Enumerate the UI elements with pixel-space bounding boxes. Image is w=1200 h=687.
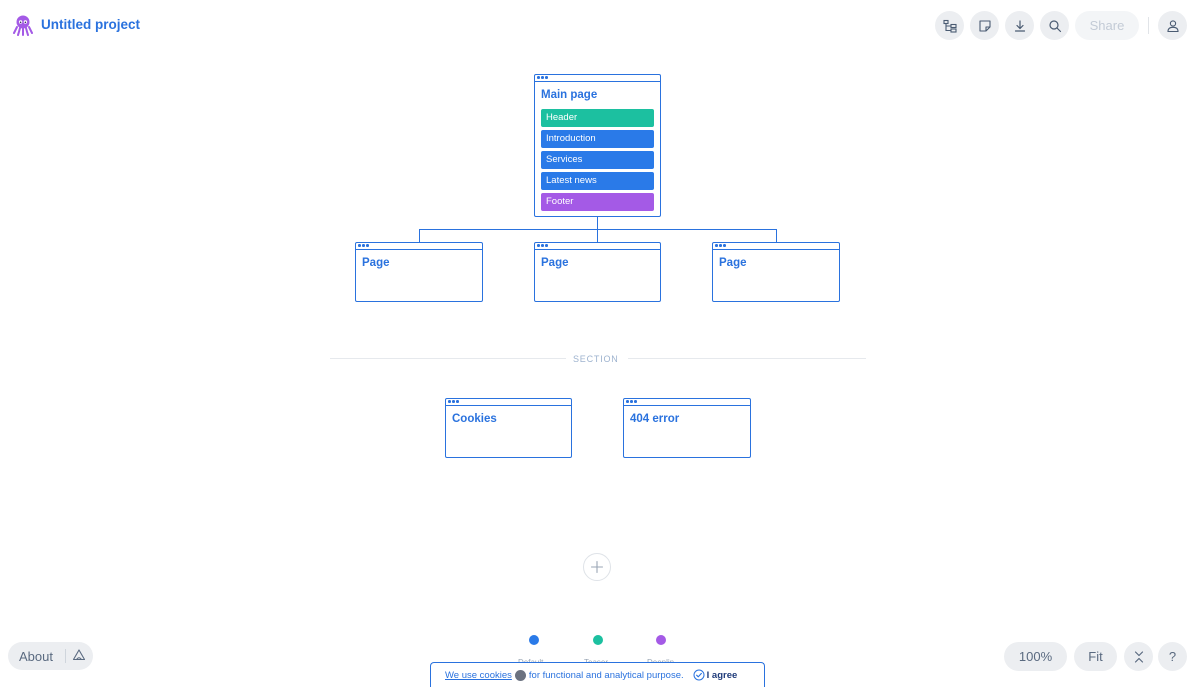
- agree-button[interactable]: I agree: [693, 669, 738, 681]
- tree-connector: [597, 216, 598, 229]
- child-page-card[interactable]: Page: [712, 242, 840, 302]
- card-window-bar: [446, 399, 571, 406]
- card-window-bar: [535, 243, 660, 250]
- block-header[interactable]: Header: [541, 109, 654, 127]
- section-divider-line: [628, 358, 866, 359]
- tree-connector: [597, 229, 598, 243]
- more-dots-icon[interactable]: [715, 244, 726, 247]
- block-footer[interactable]: Footer: [541, 193, 654, 211]
- sitemap-view-icon: [942, 19, 957, 33]
- feedback-icon[interactable]: [72, 648, 86, 662]
- sitemap-view-button[interactable]: [935, 11, 964, 40]
- account-button[interactable]: [1158, 11, 1187, 40]
- tree-connector: [419, 229, 777, 230]
- card-window-bar: [356, 243, 482, 250]
- collapse-icon: [1134, 650, 1143, 663]
- cookies-page-card[interactable]: Cookies: [445, 398, 572, 458]
- sticky-note-icon: [978, 19, 991, 32]
- download-button[interactable]: [1005, 11, 1034, 40]
- about-label: About: [19, 649, 53, 664]
- more-dots-icon[interactable]: [448, 400, 459, 403]
- toolbar-divider: [1148, 17, 1149, 34]
- fit-button[interactable]: Fit: [1074, 642, 1117, 671]
- collapse-button[interactable]: [1124, 642, 1153, 671]
- section-label[interactable]: SECTION: [573, 354, 619, 364]
- cookie-policy-link[interactable]: We use cookies: [445, 669, 512, 681]
- cookie-icon: [514, 669, 526, 681]
- child-page-card[interactable]: Page: [355, 242, 483, 302]
- octopus-logo-icon[interactable]: [12, 14, 34, 36]
- project-title[interactable]: Untitled project: [41, 17, 141, 32]
- legend-dot-default[interactable]: [529, 635, 539, 645]
- more-dots-icon[interactable]: [626, 400, 637, 403]
- section-divider-line: [330, 358, 566, 359]
- plus-icon: [590, 560, 604, 574]
- legend-dot-teaser[interactable]: [593, 635, 603, 645]
- tree-connector: [776, 229, 777, 243]
- about-divider: [65, 649, 66, 663]
- page-title[interactable]: 404 error: [630, 413, 680, 425]
- page-title[interactable]: Page: [541, 257, 569, 269]
- page-title[interactable]: Page: [719, 257, 747, 269]
- card-window-bar: [535, 75, 660, 82]
- block-latest-news[interactable]: Latest news: [541, 172, 654, 190]
- sticky-note-button[interactable]: [970, 11, 999, 40]
- child-page-card[interactable]: Page: [534, 242, 661, 302]
- agree-label: I agree: [706, 669, 738, 681]
- tree-connector: [419, 229, 420, 243]
- page-title[interactable]: Cookies: [452, 413, 497, 425]
- download-icon: [1014, 19, 1025, 32]
- more-dots-icon[interactable]: [537, 244, 548, 247]
- page-title[interactable]: Page: [362, 257, 390, 269]
- cookie-text: for functional and analytical purpose.: [528, 669, 684, 681]
- search-button[interactable]: [1040, 11, 1069, 40]
- more-dots-icon[interactable]: [358, 244, 369, 247]
- block-introduction[interactable]: Introduction: [541, 130, 654, 148]
- user-icon: [1166, 19, 1179, 32]
- zoom-level-button[interactable]: 100%: [1004, 642, 1067, 671]
- error-page-card[interactable]: 404 error: [623, 398, 751, 458]
- page-title[interactable]: Main page: [541, 89, 598, 101]
- main-page-card[interactable]: Main page Header Introduction Services L…: [534, 74, 661, 217]
- check-circle-icon: [693, 669, 705, 681]
- block-services[interactable]: Services: [541, 151, 654, 169]
- share-button[interactable]: Share: [1075, 11, 1139, 40]
- add-section-button[interactable]: [583, 553, 611, 581]
- card-window-bar: [624, 399, 750, 406]
- more-dots-icon[interactable]: [537, 76, 548, 79]
- search-icon: [1048, 19, 1061, 32]
- cookie-banner: We use cookies for functional and analyt…: [430, 662, 765, 687]
- help-button[interactable]: ?: [1158, 642, 1187, 671]
- about-button[interactable]: About: [8, 642, 93, 670]
- legend-dot-deeplink[interactable]: [656, 635, 666, 645]
- card-window-bar: [713, 243, 839, 250]
